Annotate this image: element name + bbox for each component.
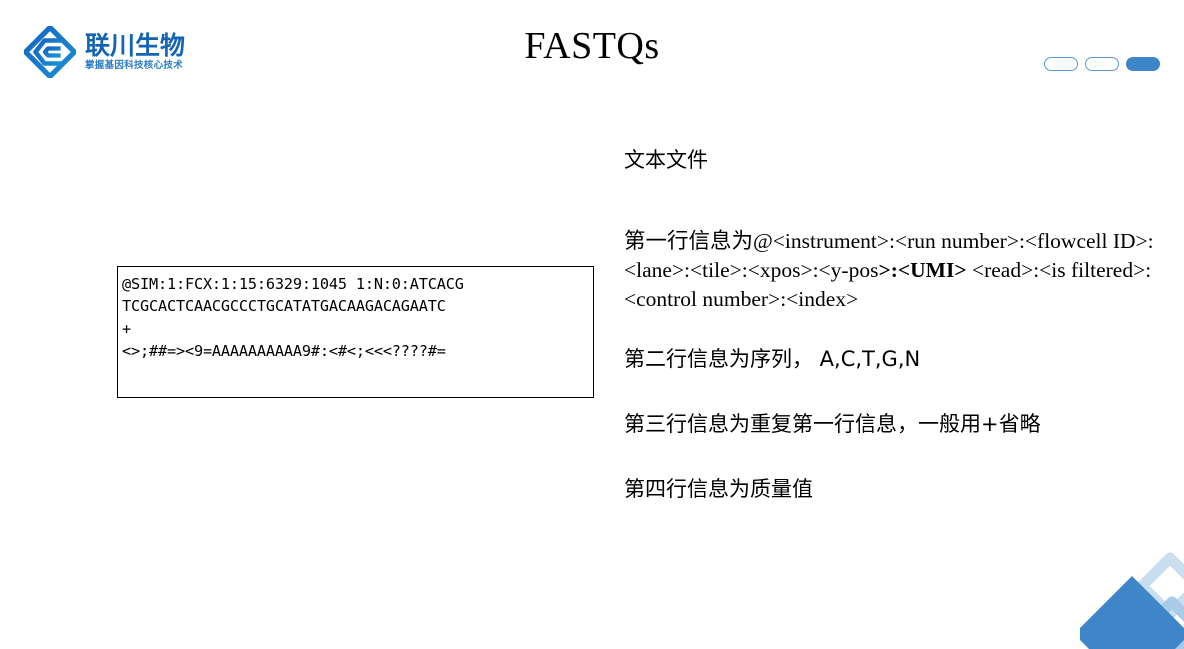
corner-diamond-icon bbox=[1080, 552, 1184, 649]
lianchuan-diamond-logo-icon bbox=[24, 26, 76, 78]
logo-tagline: 掌握基因科技核心技术 bbox=[85, 60, 184, 72]
explanation-line3: 第三行信息为重复第一行信息，一般用+省略 bbox=[624, 412, 1041, 436]
explanation-line1-suffix: <read>:<is filtered>:<control number>:<i… bbox=[624, 258, 1152, 311]
brand-logo: 联川生物 掌握基因科技核心技术 bbox=[24, 26, 185, 78]
explanation-line2: 第二行信息为序列， A,C,T,G,N bbox=[624, 347, 921, 371]
slide-header: 联川生物 掌握基因科技核心技术 FASTQs bbox=[0, 0, 1184, 100]
fastq-line-plus: + bbox=[122, 319, 131, 338]
fastq-line-sequence: TCGCACTCAACGCCCTGCATATGACAAGACAGAATC bbox=[122, 297, 446, 316]
explanation-heading: 文本文件 bbox=[624, 148, 708, 172]
logo-wordmark: 联川生物 掌握基因科技核心技术 bbox=[85, 31, 186, 72]
pill-indicator-3[interactable] bbox=[1126, 57, 1160, 71]
logo-company-name: 联川生物 bbox=[85, 31, 186, 61]
corner-decoration bbox=[1080, 550, 1184, 649]
pill-indicator-group bbox=[1044, 57, 1160, 71]
explanation-column: 文本文件 第一行信息为@<instrument>:<run number>:<f… bbox=[624, 146, 1176, 504]
pill-indicator-1[interactable] bbox=[1044, 57, 1078, 71]
page-title: FASTQs bbox=[524, 25, 660, 67]
explanation-line1-umi: >:<UMI> bbox=[878, 258, 967, 282]
fastq-line-header: @SIM:1:FCX:1:15:6329:1045 1:N:0:ATCACG bbox=[122, 275, 464, 293]
pill-indicator-2[interactable] bbox=[1085, 57, 1119, 71]
fastq-line-quality: <>;##=><9=AAAAAAAAAA9#:<#<;<<<????#= bbox=[122, 342, 446, 361]
explanation-line4: 第四行信息为质量值 bbox=[624, 477, 813, 501]
explanation-line1-prefix: 第一行信息为@<instrument>:<run number>:<flowce… bbox=[624, 229, 1154, 282]
fastq-code-box: @SIM:1:FCX:1:15:6329:1045 1:N:0:ATCACG T… bbox=[117, 266, 594, 398]
explanation-line1: 第一行信息为@<instrument>:<run number>:<flowce… bbox=[624, 227, 1176, 314]
